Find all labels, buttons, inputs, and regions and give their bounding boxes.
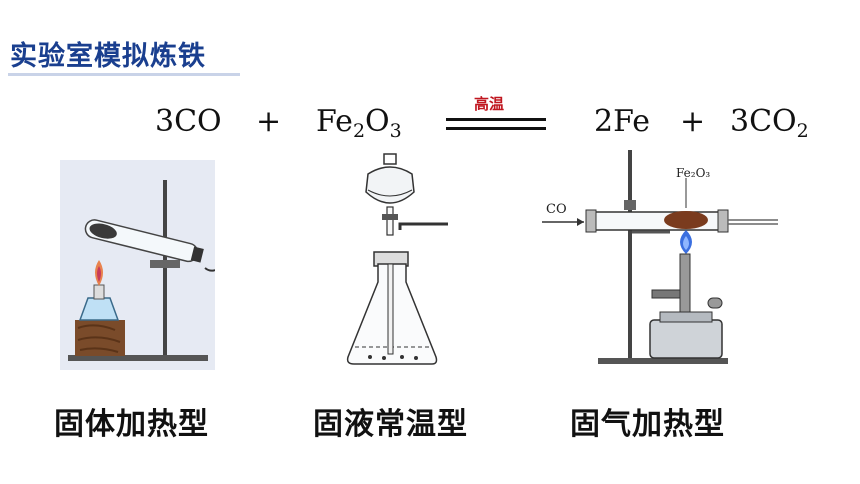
reactant-fe2o3: Fe2O3 (316, 104, 402, 142)
caption-solid-liquid: 固液常温型 (313, 407, 468, 442)
caption-solid-heating: 固体加热型 (54, 407, 209, 442)
equals-bar-top (446, 118, 546, 121)
caption-solid-gas-heating: 固气加热型 (570, 407, 725, 442)
product-fe: 2Fe (594, 104, 651, 139)
product-co2: 3CO2 (730, 104, 809, 142)
solid-gas-heating-apparatus: CO Fe₂O₃ (540, 150, 780, 370)
reaction-condition: 高温 (474, 95, 505, 113)
label-co: CO (546, 202, 567, 217)
plus-sign-1: + (256, 104, 282, 139)
label-fe2o3: Fe₂O₃ (676, 166, 711, 180)
title-underline (8, 73, 240, 76)
reactant-co: 3CO (155, 104, 222, 139)
solid-liquid-apparatus (340, 152, 460, 372)
page-title: 实验室模拟炼铁 (10, 41, 206, 72)
solid-heating-apparatus (60, 160, 215, 370)
plus-sign-2: + (680, 104, 706, 139)
equals-bar-bottom (446, 127, 546, 130)
